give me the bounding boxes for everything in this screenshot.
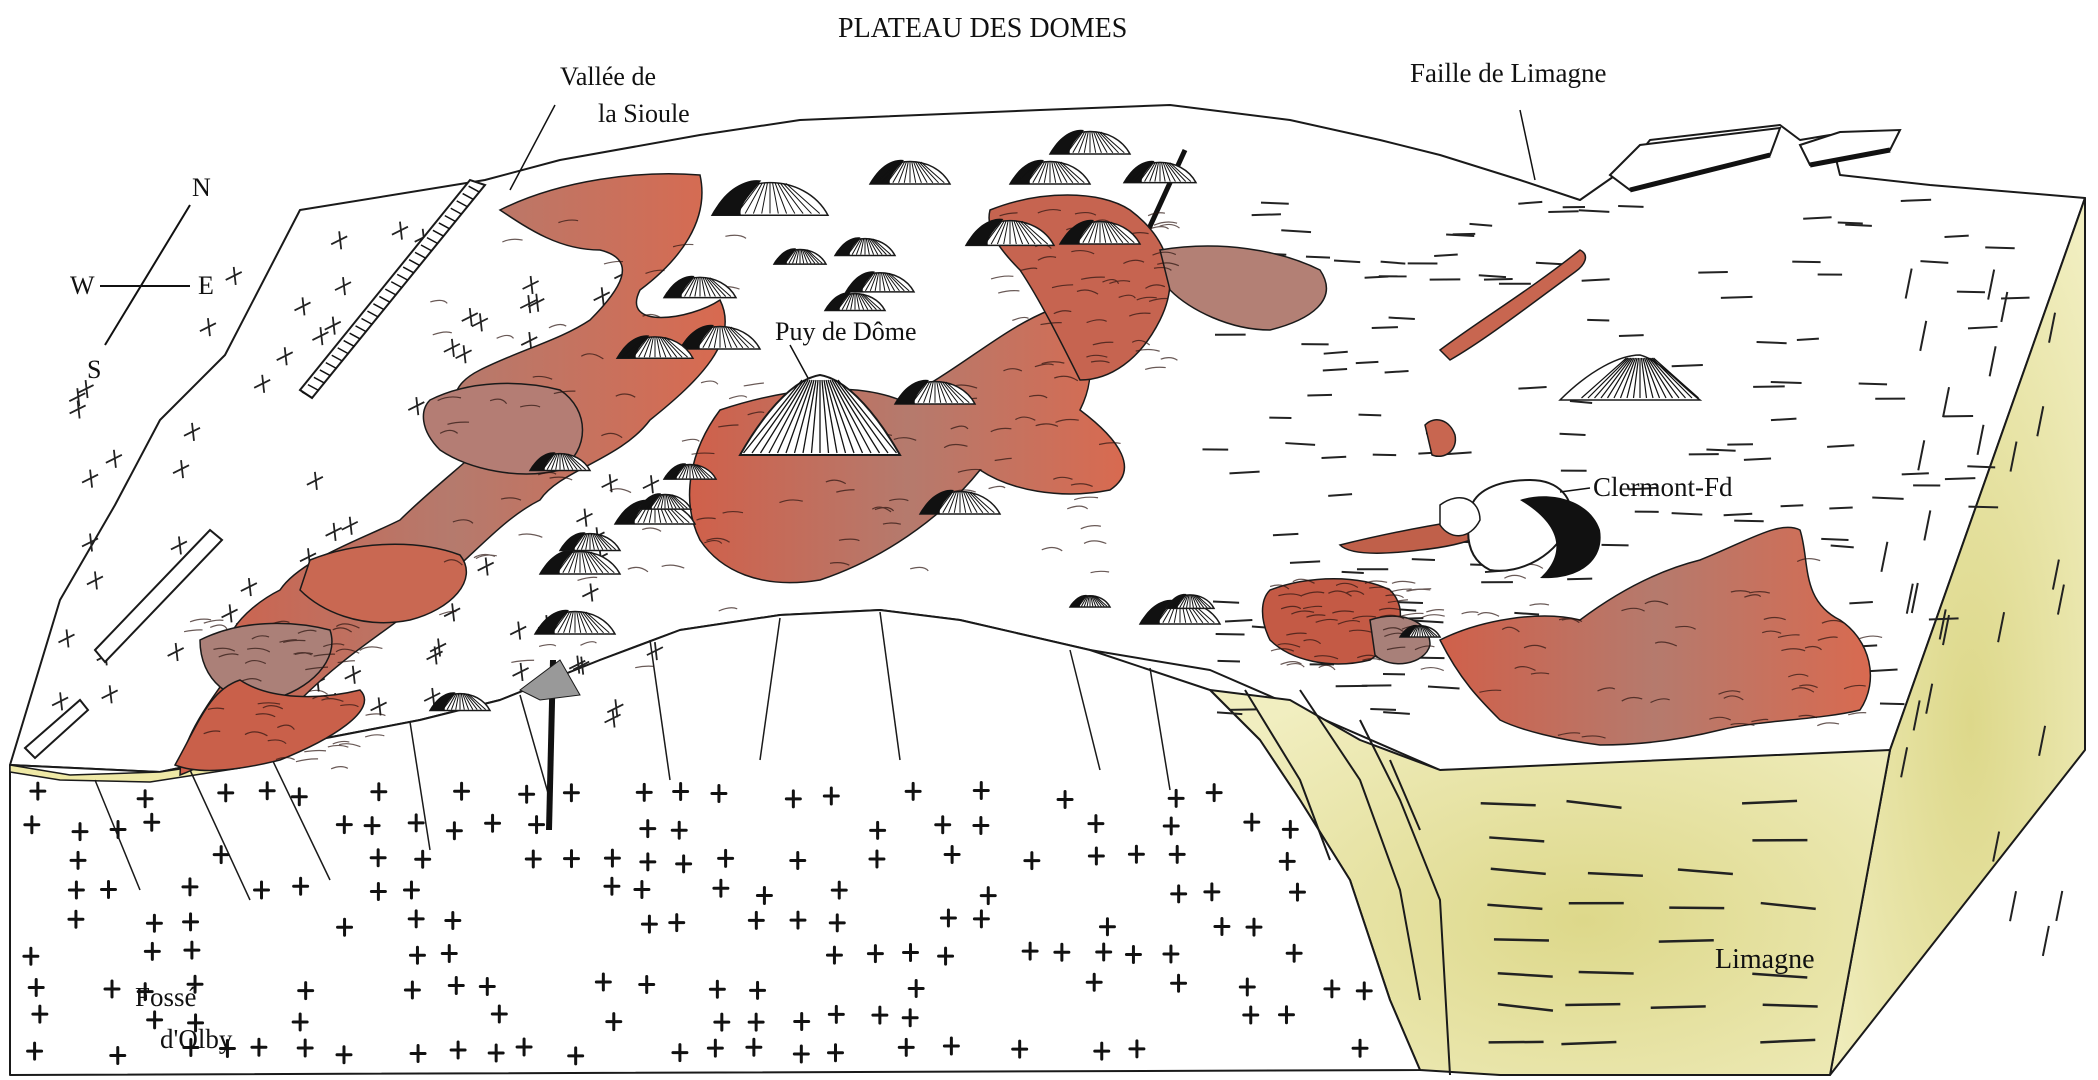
label-puy-de-dome: Puy de Dôme — [775, 317, 917, 346]
compass-rose — [100, 205, 190, 345]
label-sioule-line1: Vallée de — [560, 62, 656, 91]
label-olby-line1: Fossé — [135, 982, 197, 1012]
label-olby-line2: d'Olby — [160, 1024, 233, 1054]
label-sioule-line2: la Sioule — [598, 99, 690, 128]
diagram-title: PLATEAU DES DOMES — [838, 13, 1127, 44]
label-clermont: Clermont-Fd — [1593, 472, 1733, 502]
compass-s: S — [87, 355, 101, 384]
label-limagne: Limagne — [1715, 944, 1815, 975]
compass-w: W — [70, 271, 95, 300]
label-faille: Faille de Limagne — [1410, 58, 1606, 88]
compass-n: N — [192, 173, 211, 202]
compass-e: E — [198, 271, 214, 300]
